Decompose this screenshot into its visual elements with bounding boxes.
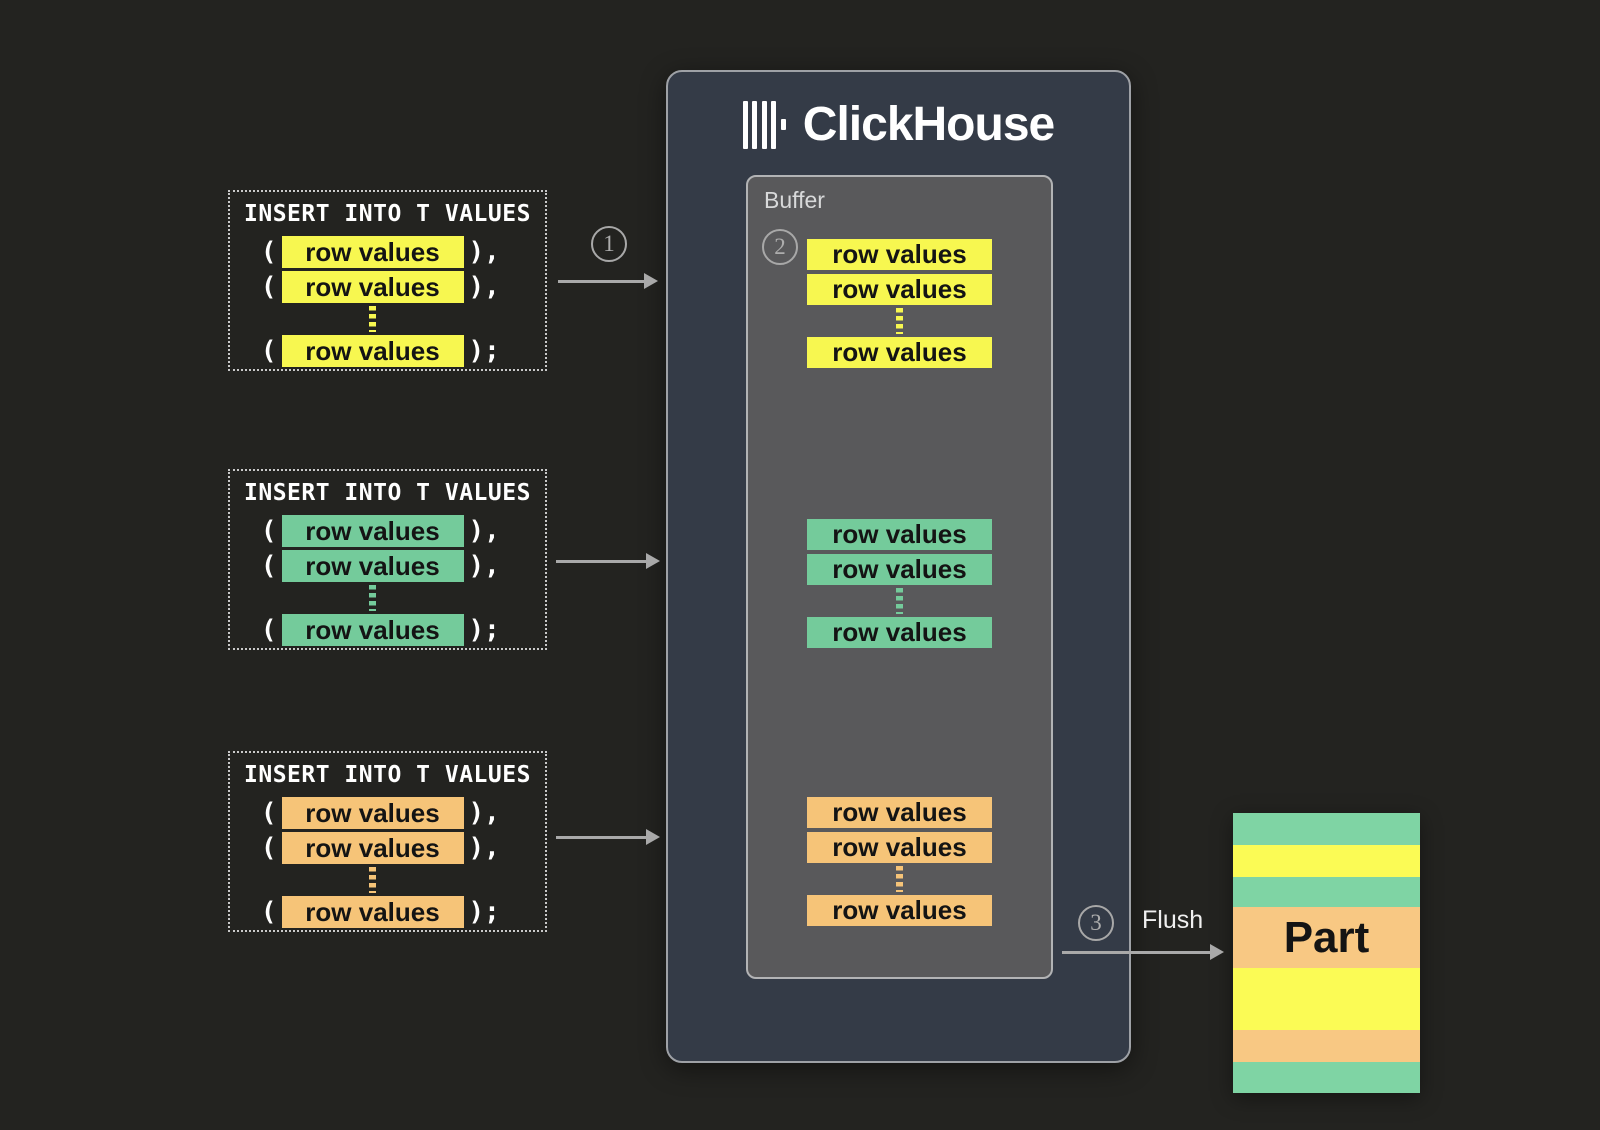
logo-bar <box>742 100 748 149</box>
close-paren: ), <box>468 237 500 267</box>
open-paren: ( <box>260 551 277 581</box>
arrow-insert-1 <box>558 273 658 289</box>
part-stripe <box>1233 845 1420 877</box>
close-paren: ); <box>468 615 500 645</box>
close-paren: ), <box>468 833 500 863</box>
close-paren: ), <box>468 516 500 546</box>
part-block: Part <box>1233 813 1420 1093</box>
row-values-highlight: row values <box>281 896 464 928</box>
close-paren: ), <box>468 551 500 581</box>
ellipsis-row <box>230 585 545 611</box>
part-stripe <box>1233 1062 1420 1093</box>
step-badge-1: 1 <box>591 226 627 262</box>
buffer-group-orange: row values row values row values <box>807 797 992 930</box>
open-paren: ( <box>260 336 277 366</box>
part-label: Part <box>1283 912 1370 962</box>
part-stripe <box>1233 968 1420 1030</box>
row-values-highlight: row values <box>281 832 464 864</box>
part-stripe <box>1233 1030 1420 1062</box>
buffer-row: row values <box>807 797 992 828</box>
vertical-ellipsis <box>369 585 376 611</box>
close-paren: ), <box>468 272 500 302</box>
open-paren: ( <box>260 272 277 302</box>
buffer-row: row values <box>807 617 992 648</box>
insert-row: ( row values ), <box>230 515 545 547</box>
insert-statement-block-2: INSERT INTO T VALUES ( row values ), ( r… <box>228 469 547 650</box>
insert-row: ( row values ), <box>230 797 545 829</box>
insert-title: INSERT INTO T VALUES <box>244 480 531 506</box>
buffer-box: Buffer 2 row values row values row value… <box>746 175 1053 979</box>
buffer-row: row values <box>807 832 992 863</box>
step-badge-2: 2 <box>762 229 798 265</box>
row-values-highlight: row values <box>281 236 464 268</box>
flush-label: Flush <box>1142 906 1204 934</box>
insert-statement-block-3: INSERT INTO T VALUES ( row values ), ( r… <box>228 751 547 932</box>
open-paren: ( <box>260 237 277 267</box>
buffer-row: row values <box>807 519 992 550</box>
arrow-insert-2 <box>556 553 660 569</box>
open-paren: ( <box>260 615 277 645</box>
vertical-ellipsis <box>369 306 376 332</box>
insert-row: ( row values ), <box>230 550 545 582</box>
logo-bar <box>771 100 777 149</box>
row-values-highlight: row values <box>281 335 464 367</box>
vertical-ellipsis <box>896 308 903 334</box>
arrow-flush <box>1062 944 1224 960</box>
buffer-row: row values <box>807 895 992 926</box>
vertical-ellipsis <box>896 588 903 614</box>
logo-dot <box>780 119 786 130</box>
insert-title: INSERT INTO T VALUES <box>244 201 531 227</box>
insert-row: ( row values ), <box>230 236 545 268</box>
row-values-highlight: row values <box>281 797 464 829</box>
step-badge-3: 3 <box>1078 905 1114 941</box>
vertical-ellipsis <box>369 867 376 893</box>
buffer-row: row values <box>807 337 992 368</box>
ellipsis-row <box>230 867 545 893</box>
clickhouse-logo-icon <box>742 100 786 149</box>
buffer-label: Buffer <box>764 187 825 213</box>
open-paren: ( <box>260 833 277 863</box>
buffer-group-yellow: row values row values row values <box>807 239 992 372</box>
clickhouse-header: ClickHouse <box>668 97 1129 152</box>
arrow-insert-3 <box>556 829 660 845</box>
ellipsis-row <box>230 306 545 332</box>
row-values-highlight: row values <box>281 614 464 646</box>
part-stripe: Part <box>1233 907 1420 968</box>
insert-row: ( row values ); <box>230 335 545 367</box>
open-paren: ( <box>260 897 277 927</box>
row-values-highlight: row values <box>281 271 464 303</box>
close-paren: ); <box>468 336 500 366</box>
buffer-row: row values <box>807 554 992 585</box>
close-paren: ), <box>468 798 500 828</box>
row-values-highlight: row values <box>281 515 464 547</box>
clickhouse-server-panel: ClickHouse Buffer 2 row values row value… <box>666 70 1131 1063</box>
insert-row: ( row values ); <box>230 614 545 646</box>
insert-row: ( row values ); <box>230 896 545 928</box>
buffer-group-green: row values row values row values <box>807 519 992 652</box>
buffer-row: row values <box>807 274 992 305</box>
logo-bar <box>752 100 758 149</box>
part-stripe <box>1233 813 1420 845</box>
open-paren: ( <box>260 798 277 828</box>
insert-statement-block-1: INSERT INTO T VALUES ( row values ), ( r… <box>228 190 547 371</box>
insert-title: INSERT INTO T VALUES <box>244 762 531 788</box>
clickhouse-title: ClickHouse <box>802 98 1055 151</box>
vertical-ellipsis <box>896 866 903 892</box>
row-values-highlight: row values <box>281 550 464 582</box>
logo-bar <box>761 100 767 149</box>
insert-row: ( row values ), <box>230 832 545 864</box>
part-stripe <box>1233 877 1420 907</box>
buffer-row: row values <box>807 239 992 270</box>
close-paren: ); <box>468 897 500 927</box>
open-paren: ( <box>260 516 277 546</box>
insert-row: ( row values ), <box>230 271 545 303</box>
